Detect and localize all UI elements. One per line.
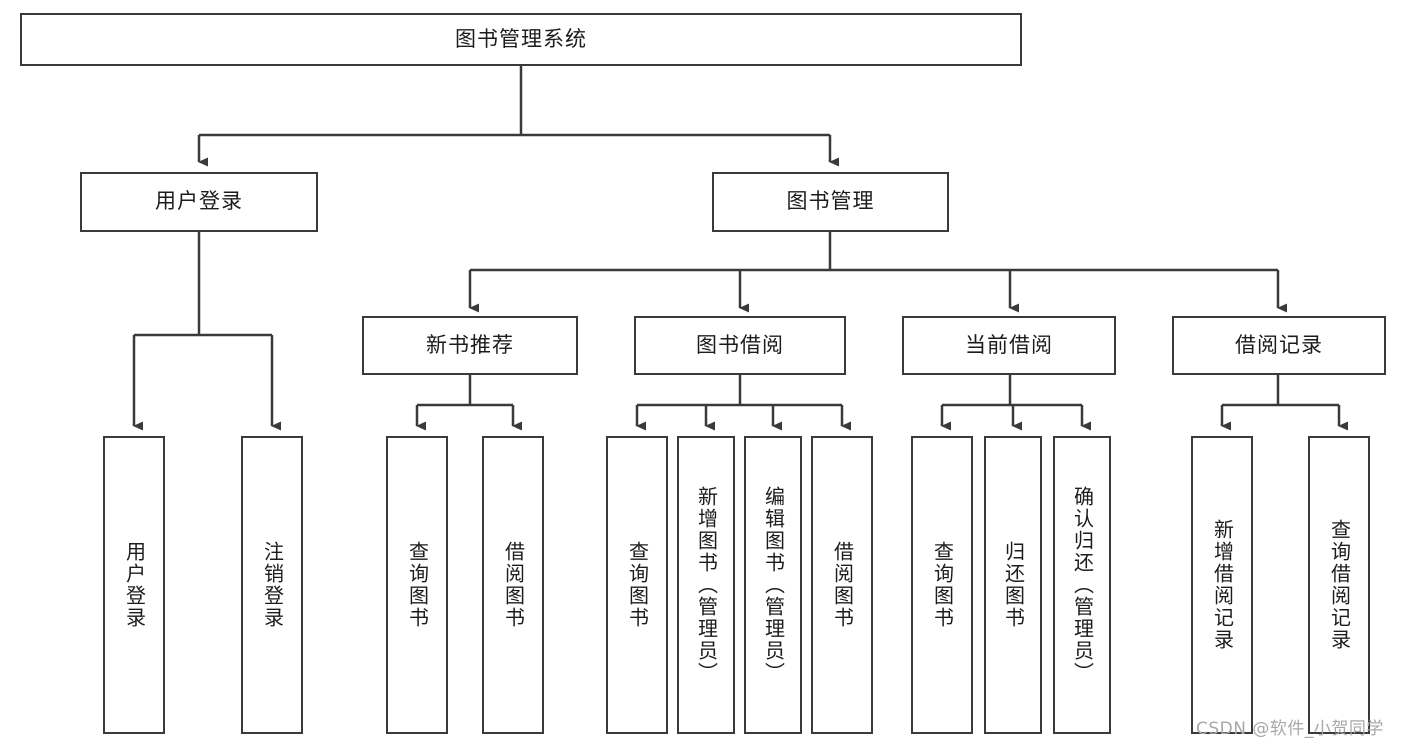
node-label: 借阅记录 [1235,332,1323,357]
leaf-user-login[interactable]: 用户登录 [103,436,165,734]
leaf-current-return-book[interactable]: 归还图书 [984,436,1042,734]
leaf-new-book-query-book[interactable]: 查询图书 [386,436,448,734]
node-label: 借阅图书 [501,541,526,629]
node-label: 用户登录 [155,189,243,214]
node-label: 归还图书 [1001,541,1026,629]
node-label: 查询借阅记录 [1327,519,1352,651]
node-label: 查询图书 [405,541,430,629]
node-label: 编辑图书（管理员） [761,486,786,684]
node-label: 新书推荐 [426,332,514,357]
csdn-watermark: CSDN @软件_小贺同学 [1196,714,1384,739]
node-book-borrow[interactable]: 图书借阅 [634,316,846,375]
node-book-management[interactable]: 图书管理 [712,172,949,232]
leaf-borrow-add-book-admin[interactable]: 新增图书（管理员） [677,436,735,734]
node-label: 查询图书 [625,541,650,629]
node-label: 图书管理 [786,189,875,214]
watermark-text: CSDN @软件_小贺同学 [1196,719,1384,739]
node-label: 确认归还（管理员） [1070,486,1095,684]
node-root-book-management-system[interactable]: 图书管理系统 [20,13,1022,66]
node-label: 注销登录 [260,541,285,629]
node-current-borrow[interactable]: 当前借阅 [902,316,1116,375]
node-label: 图书管理系统 [455,26,587,51]
node-label: 图书借阅 [696,332,784,357]
node-label: 查询图书 [930,541,955,629]
leaf-borrow-query-book[interactable]: 查询图书 [606,436,668,734]
node-user-login[interactable]: 用户登录 [80,172,318,232]
leaf-record-add-record[interactable]: 新增借阅记录 [1191,436,1253,734]
leaf-current-query-book[interactable]: 查询图书 [911,436,973,734]
leaf-current-confirm-return-admin[interactable]: 确认归还（管理员） [1053,436,1111,734]
node-label: 当前借阅 [965,332,1053,357]
node-label: 用户登录 [122,541,147,629]
node-new-book-recommend[interactable]: 新书推荐 [362,316,578,375]
leaf-borrow-borrow-book[interactable]: 借阅图书 [811,436,873,734]
leaf-logout[interactable]: 注销登录 [241,436,303,734]
leaf-borrow-edit-book-admin[interactable]: 编辑图书（管理员） [744,436,802,734]
leaf-new-book-borrow-book[interactable]: 借阅图书 [482,436,544,734]
node-borrow-record[interactable]: 借阅记录 [1172,316,1386,375]
node-label: 借阅图书 [830,541,855,629]
node-label: 新增借阅记录 [1210,519,1235,651]
leaf-record-query-record[interactable]: 查询借阅记录 [1308,436,1370,734]
node-label: 新增图书（管理员） [694,486,719,684]
